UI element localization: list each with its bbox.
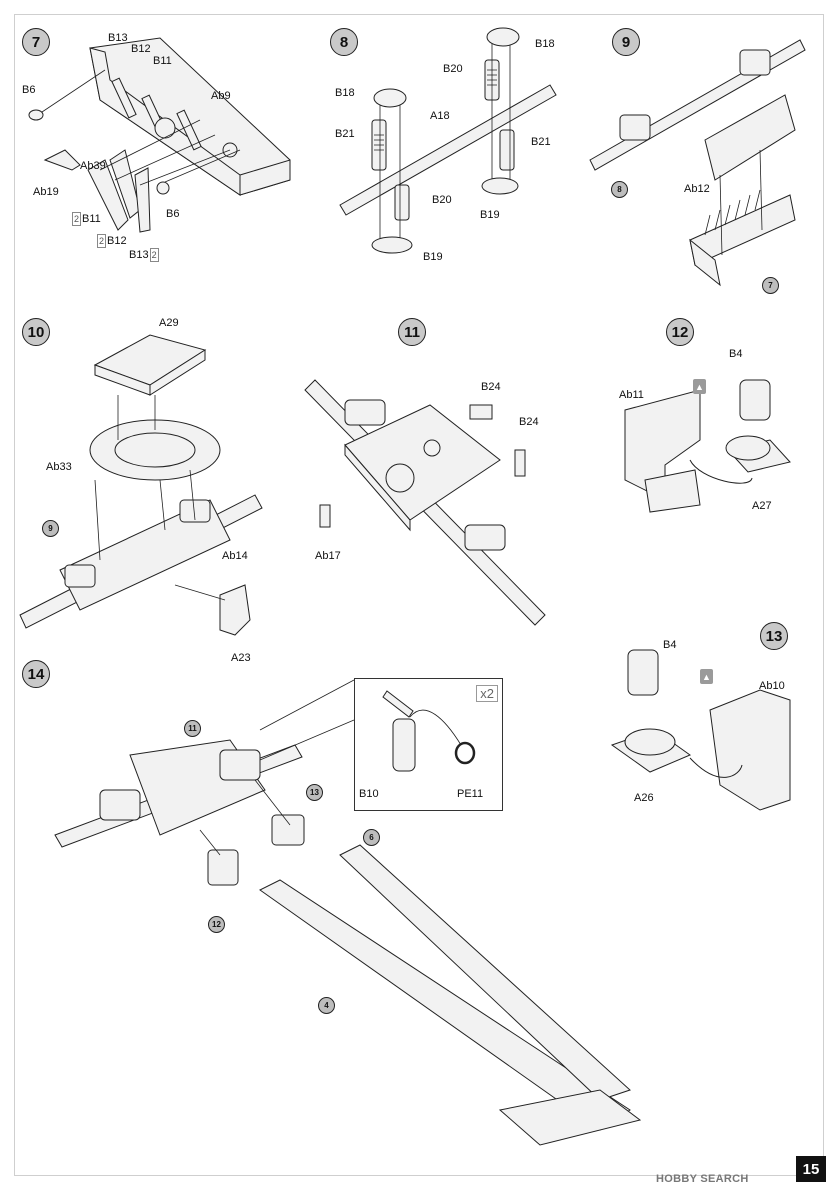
- step12-drawing: [624, 379, 791, 513]
- ref-step-11: 11: [184, 720, 201, 737]
- label-b6: B6: [22, 84, 36, 96]
- step-9-badge: 9: [612, 28, 640, 56]
- step-12-badge: 12: [666, 318, 694, 346]
- page-frame: [14, 14, 824, 1176]
- step7-drawing: [28, 37, 291, 233]
- label-b21-right: B21: [531, 136, 551, 148]
- label-b24-right: B24: [519, 416, 539, 428]
- label-a18: A18: [430, 110, 450, 122]
- label-b21-left: B21: [335, 128, 355, 140]
- cement-icon: ▲: [700, 669, 713, 684]
- label-ab14: Ab14: [222, 550, 248, 562]
- label-a26: A26: [634, 792, 654, 804]
- label-ab9: Ab9: [211, 90, 231, 102]
- step14-drawing: [54, 679, 642, 1146]
- label-b18-top: B18: [535, 38, 555, 50]
- step-11-badge: 11: [398, 318, 426, 346]
- label-a23: A23: [231, 652, 251, 664]
- label-ab39: Ab39: [80, 160, 106, 172]
- callout-drawing: [382, 690, 476, 772]
- step-14-badge: 14: [22, 660, 50, 688]
- ref-step-13: 13: [306, 784, 323, 801]
- ref-step-6: 6: [363, 829, 380, 846]
- label-ab33: Ab33: [46, 461, 72, 473]
- label-b19-lower: B19: [423, 251, 443, 263]
- step11-drawing: [304, 379, 546, 626]
- label-b6-lower: B6: [166, 208, 180, 220]
- label-b12: B12: [131, 43, 151, 55]
- step8-drawing: [339, 27, 557, 254]
- qty-mark: 2: [72, 212, 82, 226]
- label-b24-top: B24: [481, 381, 501, 393]
- qty-mark: 2: [149, 248, 159, 262]
- step-13-badge: 13: [760, 622, 788, 650]
- label-b10: B10: [359, 788, 379, 800]
- step10-drawing: [19, 334, 263, 636]
- label-a29: A29: [159, 317, 179, 329]
- label-b20-lower: B20: [432, 194, 452, 206]
- cement-icon: ▲: [693, 379, 706, 394]
- page-number: 15: [796, 1156, 826, 1182]
- label-ab10: Ab10: [759, 680, 785, 692]
- label-b11: B11: [153, 55, 172, 67]
- detail-callout: x2 B10 PE11: [354, 678, 503, 811]
- qty-mark: 2: [97, 234, 107, 248]
- step9-drawing: [589, 39, 806, 287]
- label-b4: B4: [663, 639, 677, 651]
- label-b19-right: B19: [480, 209, 500, 221]
- label-a27: A27: [752, 500, 772, 512]
- label-ab12: Ab12: [684, 183, 710, 195]
- label-ab11: Ab11: [619, 389, 644, 401]
- label-b13: B13: [108, 32, 128, 44]
- step-7-badge: 7: [22, 28, 50, 56]
- watermark: HOBBY SEARCH: [656, 1173, 749, 1185]
- ref-step-9: 9: [42, 520, 59, 537]
- ref-step-12: 12: [208, 916, 225, 933]
- step-10-badge: 10: [22, 318, 50, 346]
- label-ab17: Ab17: [315, 550, 341, 562]
- step13-drawing: [610, 649, 791, 811]
- ref-step-7: 7: [762, 277, 779, 294]
- label-ab19: Ab19: [33, 186, 59, 198]
- ref-step-4: 4: [318, 997, 335, 1014]
- label-b18-left: B18: [335, 87, 355, 99]
- label-b20-top: B20: [443, 63, 463, 75]
- step-8-badge: 8: [330, 28, 358, 56]
- label-b4: B4: [729, 348, 743, 360]
- label-pe11: PE11: [457, 788, 484, 800]
- quantity-badge: x2: [476, 685, 498, 702]
- ref-step-8: 8: [611, 181, 628, 198]
